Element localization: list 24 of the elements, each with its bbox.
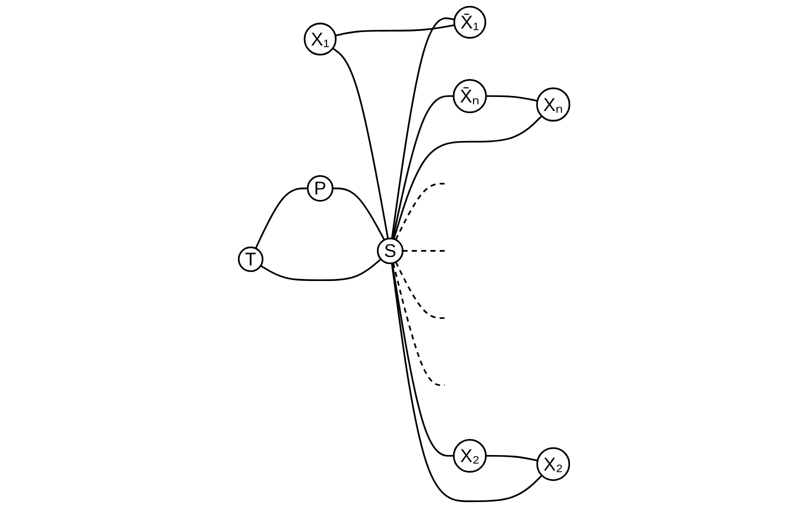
connector-line <box>332 48 390 239</box>
connector-line <box>392 95 454 239</box>
circle-node: T <box>238 246 264 272</box>
circle-node: Xₙ <box>536 87 571 122</box>
circle-node: X̄₁ <box>454 6 487 39</box>
connector-line <box>333 188 386 240</box>
connector-line <box>393 115 543 240</box>
circle-node: X₂ <box>536 447 571 482</box>
connector-line <box>391 263 543 502</box>
dashed-line <box>395 262 446 319</box>
dashed-line <box>395 182 446 240</box>
connector-line <box>486 455 538 462</box>
connector-line <box>255 188 308 249</box>
connector-line <box>486 95 538 102</box>
connector-line <box>336 24 456 36</box>
dashed-line <box>403 250 446 252</box>
circle-node: P <box>307 175 334 202</box>
circle-node: X̄ₙ <box>453 79 488 114</box>
connector-line <box>392 17 456 239</box>
connector-line <box>260 258 382 282</box>
circle-node: S <box>377 238 404 264</box>
dashed-line <box>392 262 446 386</box>
circle-node: X₂ <box>453 438 488 473</box>
circle-node: X₁ <box>304 22 337 56</box>
